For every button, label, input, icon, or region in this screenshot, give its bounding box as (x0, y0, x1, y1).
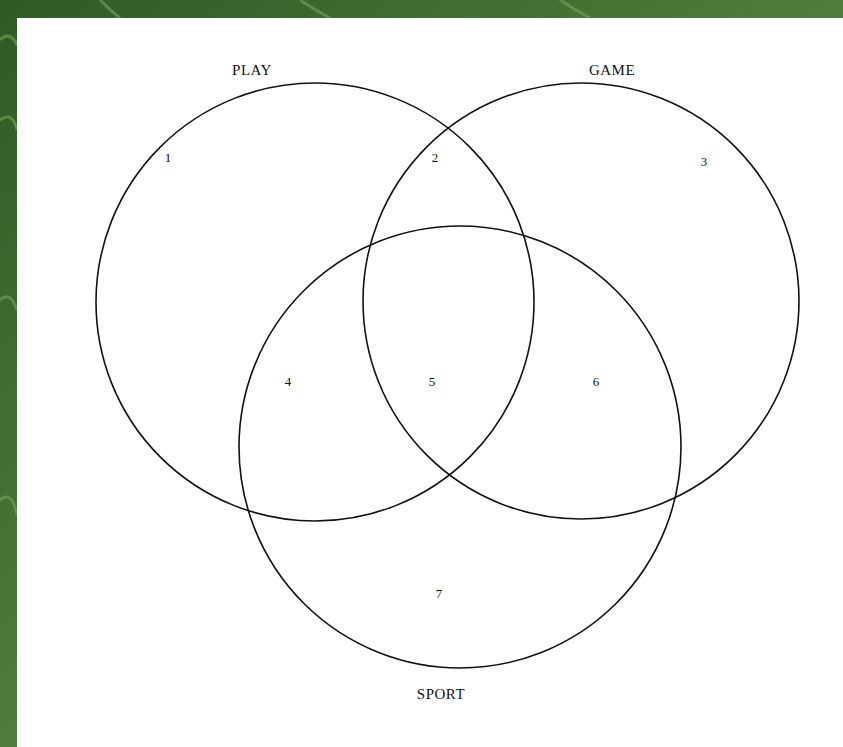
region-number: 1 (165, 151, 172, 164)
set-heading: PLAY (232, 63, 272, 78)
circle-outline (238, 225, 682, 669)
region-number: 6 (593, 375, 600, 388)
region-number: 5 (429, 375, 436, 388)
region-number: 7 (436, 587, 443, 600)
circle-outline (362, 82, 800, 520)
region-number: 2 (432, 151, 439, 164)
venn-circle: PLAY (95, 82, 535, 522)
venn-circle: GAME (362, 82, 800, 520)
region-number: 3 (701, 155, 708, 168)
circle-outline (95, 82, 535, 522)
venn-circle: SPORT (238, 225, 682, 669)
region-number: 4 (285, 375, 292, 388)
set-heading: GAME (589, 63, 635, 78)
set-heading: SPORT (417, 687, 465, 702)
